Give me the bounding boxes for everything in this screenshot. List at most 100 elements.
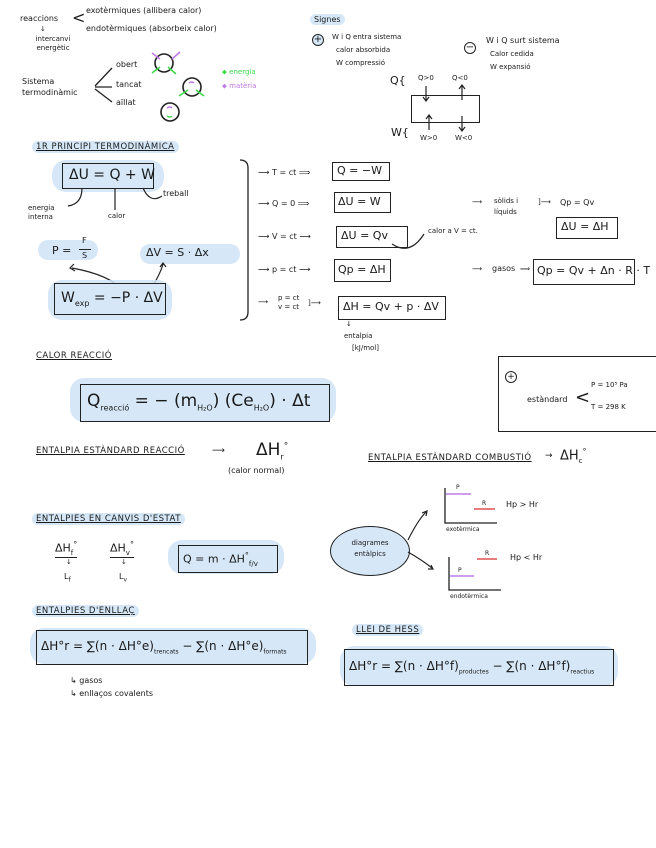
system-box (411, 95, 480, 123)
endo-p-label: P (458, 567, 462, 574)
q-brace-label: Q{ (390, 74, 406, 87)
bracket-arrow-icon: ]⟶ (308, 299, 321, 307)
hv-symbol: ΔHv° (110, 540, 134, 558)
minus-line-1: W i Q surt sistema (486, 36, 560, 45)
estandard-box: + estàndard < P = 10⁵ Pa T = 298 K (498, 356, 656, 432)
du-equation: ΔU = Q + W (69, 167, 155, 183)
canvis-estat-title: Entalpies en canvis d'estat (32, 513, 185, 525)
arrow-icon: ⟶ (472, 265, 483, 273)
exo-r-label: R (482, 500, 487, 507)
highlight (340, 646, 618, 686)
w-brace-label: W{ (391, 126, 409, 139)
case-3-cond: ⟶ V = ct ⟶ (258, 232, 311, 241)
p-eq-lhs: P = (52, 244, 72, 257)
case-4-cond: ⟶ p = ct ⟶ (258, 265, 311, 274)
plus-line-3: W compressió (336, 59, 386, 67)
plus-line-1: W i Q entra sistema (332, 33, 402, 41)
endo-relation: Hp < Hr (510, 553, 543, 562)
hess-box: ΔH°r = ∑(n · ΔH°f)productes − ∑(n · ΔH°f… (344, 649, 614, 686)
solids-eq: Qp = Qv (560, 198, 595, 207)
calor-reaccio-equation: Qreacció = − (mH₂O) (CeH₂O) · Δt (87, 391, 311, 413)
arrow-icon: ⬥ (222, 82, 230, 90)
sistema-label: Sistema termodinàmic (22, 77, 78, 97)
case-4-box: Qp = ΔH (334, 259, 391, 282)
fraction-bar (79, 249, 91, 250)
highlight (38, 240, 98, 260)
gasos-eq: Qp = Qv + Δn · R · T (537, 264, 651, 277)
bracket-arrow-icon: ]⟶ (538, 198, 551, 206)
endo-caption: endotèrmica (450, 593, 488, 600)
case-2-eq: ΔU = W (338, 195, 381, 208)
down-arrow-icon: ↓ (40, 25, 46, 33)
w-positive: W>0 (420, 134, 438, 142)
sistema-aillat: aïllat (116, 98, 136, 107)
aillat-circle-icon (160, 102, 180, 122)
exo-caption: exotèrmica (446, 526, 480, 533)
estandard-label: estàndard (527, 395, 568, 404)
sistema-tancat: tancat (116, 80, 142, 89)
calor-reaccio-title: Calor reacció (36, 351, 112, 361)
case-5-arrow: ⟶ (258, 298, 269, 306)
right-brace (239, 159, 249, 321)
minus-circle-icon: − (464, 42, 476, 54)
case-4-eq: Qp = ΔH (338, 263, 386, 276)
q-mh-box: Q = m · ΔH°f/v (178, 545, 278, 573)
entalpia-reaccio-symbol: ΔHr° (256, 440, 289, 462)
solids-box-eq: ΔU = ΔH (561, 220, 609, 233)
case-5-eq: ΔH = Qv + p · ΔV (343, 300, 439, 313)
solids-box: ΔU = ΔH (556, 217, 618, 239)
case-1-eq: Q = −W (337, 164, 382, 177)
case-1-box: Q = −W (332, 162, 390, 181)
dv-equation: ΔV = S · Δx (146, 246, 209, 259)
endo-r-label: R (485, 550, 490, 557)
hess-equation: ΔH°r = ∑(n · ΔH°f)productes − ∑(n · ΔH°f… (349, 659, 595, 676)
p-eq-num: F (82, 236, 87, 245)
hf-symbol: ΔHf° (55, 540, 78, 558)
highlight (30, 628, 316, 664)
enllac-note-1: ↳ gasos (70, 676, 103, 685)
down-arrow-icon: ↓ (121, 558, 127, 566)
enllac-box: ΔH°r = ∑(n · ΔH°e)trencats − ∑(n · ΔH°e)… (36, 630, 308, 665)
minus-line-3: W expansió (490, 63, 531, 71)
sistema-obert: obert (116, 60, 138, 69)
entalpia-reaccio-title: Entalpia estàndard reacció (36, 446, 185, 456)
reaccions-label: reaccions (20, 14, 59, 23)
q-positive: Q>0 (418, 74, 434, 82)
long-arrow-icon: ⟶ (212, 446, 225, 456)
entalpia-label: entalpia (344, 332, 373, 340)
endo-axes (448, 557, 501, 591)
calor-label: calor (108, 212, 126, 220)
enllac-note-2: ↳ enllaços covalents (70, 689, 154, 698)
intercanvi-label: intercanvi energètic (35, 35, 71, 52)
w-negative: W<0 (455, 134, 473, 142)
exo-axes (444, 488, 497, 524)
endotermiques-label: endotèrmiques (absorbeix calor) (86, 24, 217, 33)
arrow-icon: ⟶ (472, 198, 483, 206)
estandard-temperature: T = 298 K (591, 403, 626, 411)
exo-relation: Hp > Hr (506, 500, 539, 509)
gasos-box: Qp = Qv + Δn · R · T (533, 259, 650, 285)
arrow-icon: ⟹ (520, 265, 531, 273)
gasos-label: gasos (492, 264, 516, 273)
case-3-box: ΔU = Qv (336, 226, 408, 248)
exotermiques-label: exotèrmiques (allibera calor) (86, 6, 202, 15)
estandard-pressure: P = 10⁵ Pa (591, 381, 628, 389)
minus-line-2: Calor cedida (490, 50, 534, 58)
lf-symbol: Lf (64, 572, 71, 584)
arrow-icon: ⬥ (222, 68, 230, 76)
solids-label: sòlids i líquids (494, 197, 519, 216)
tancat-circle-icon (182, 77, 202, 97)
case-5-cond: p = ct v = ct (278, 294, 300, 311)
principi-title: 1r principi termodinàmica (32, 141, 179, 153)
case-5-box: ΔH = Qv + p · ΔV (338, 296, 446, 320)
case-2-box: ΔU = W (334, 192, 391, 213)
case-3-eq: ΔU = Qv (341, 229, 388, 242)
down-arrow-icon: ↓ (346, 320, 352, 328)
p-eq-den: S (82, 251, 88, 260)
calor-v-label: calor a V = ct. (428, 227, 478, 235)
